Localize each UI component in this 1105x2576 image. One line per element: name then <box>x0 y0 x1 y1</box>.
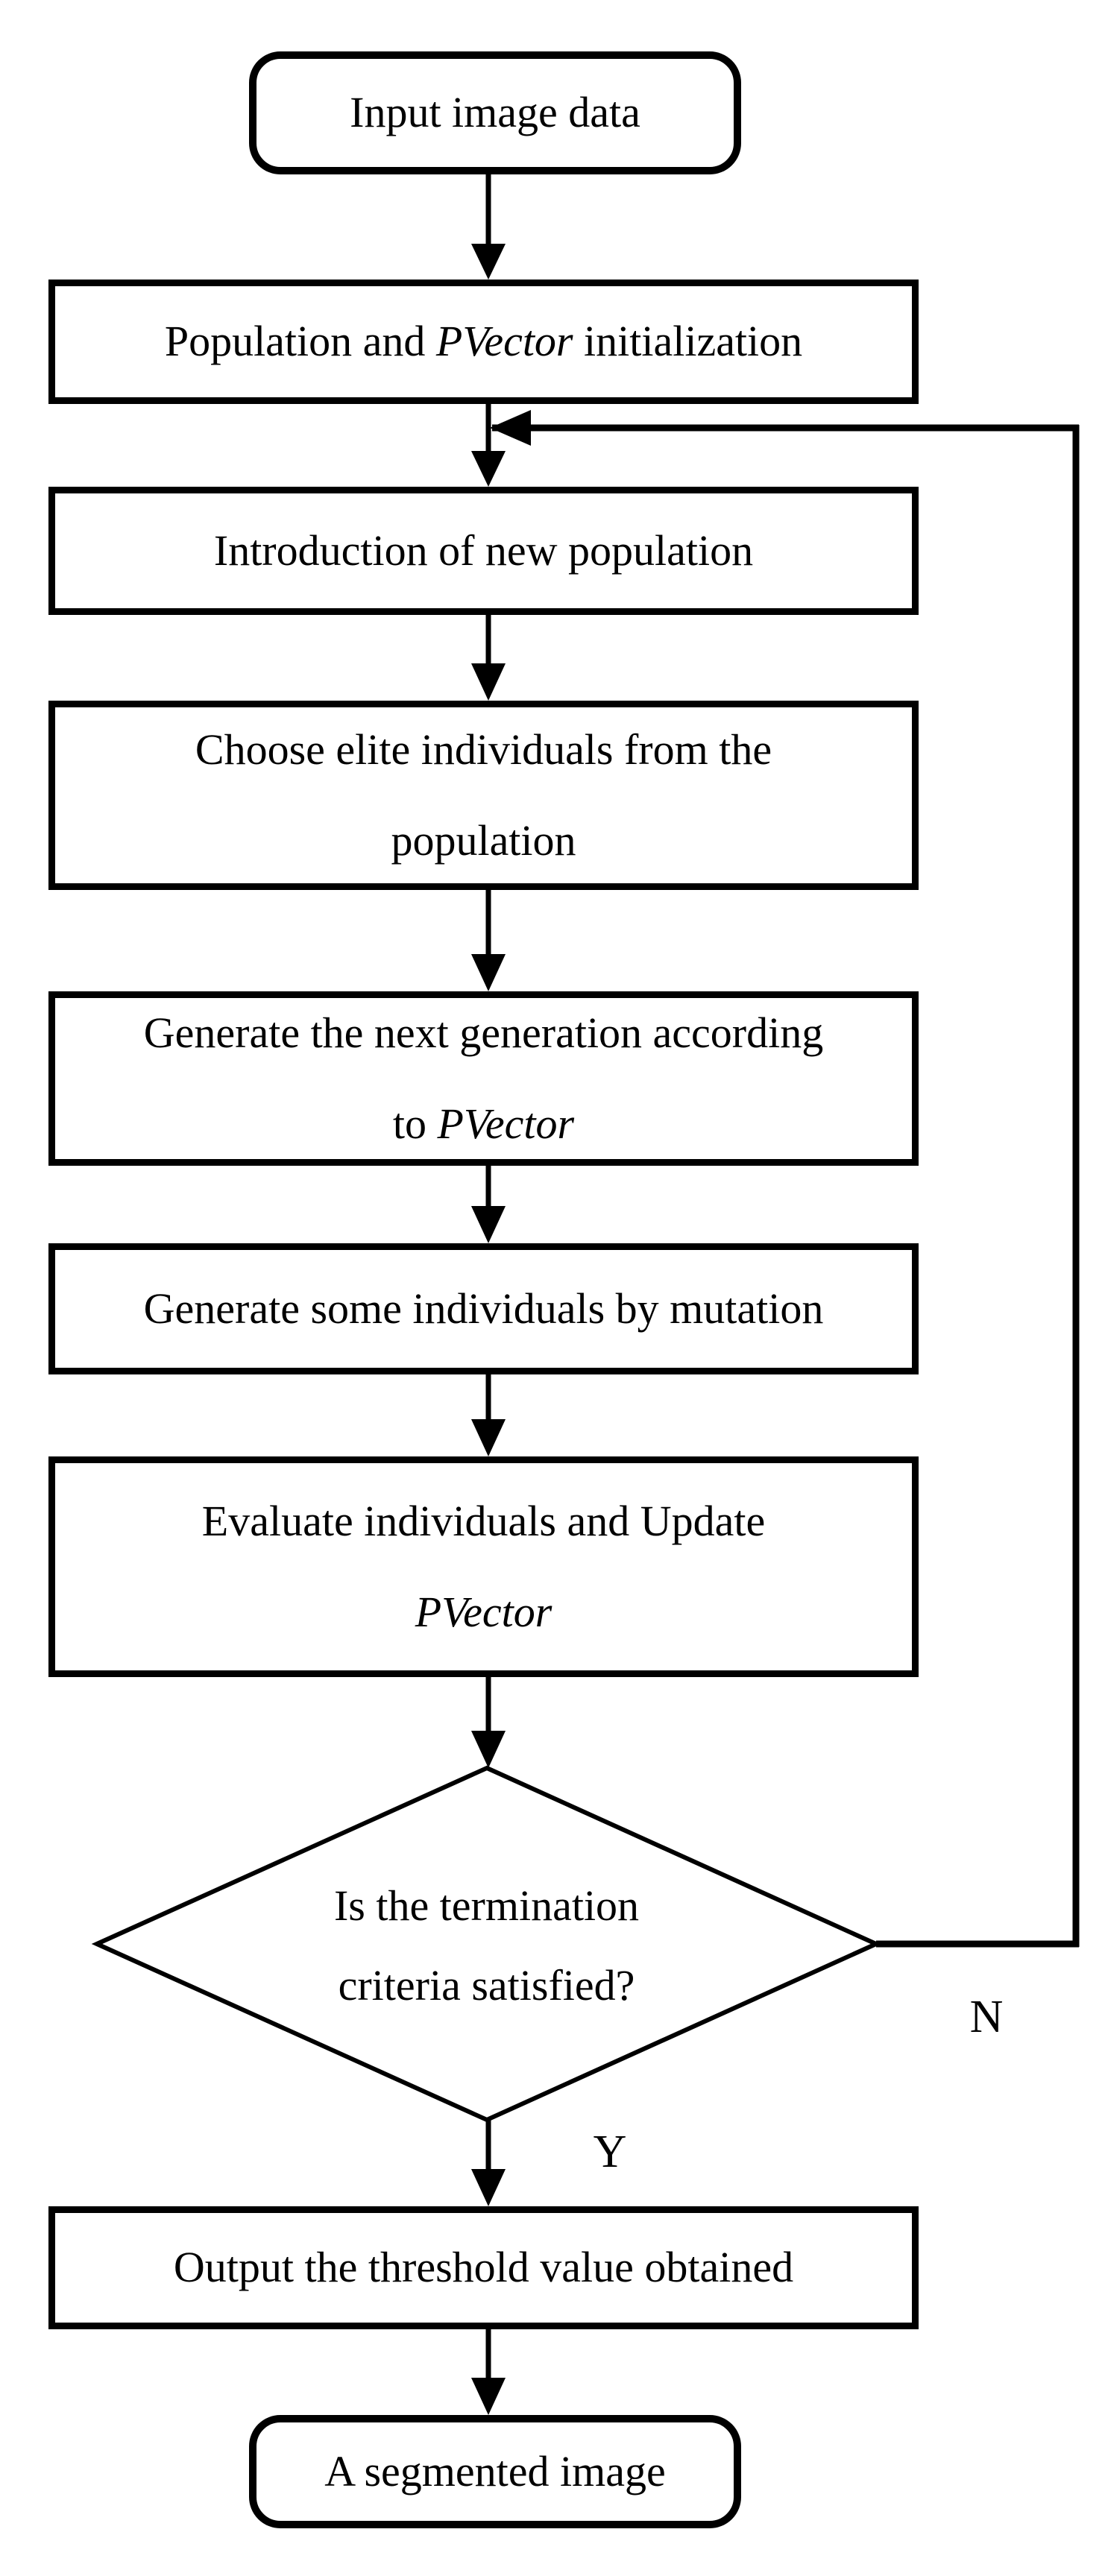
node-label: Introduction of new population <box>213 525 754 575</box>
node-label-line1: Is the termination <box>333 1881 640 1930</box>
node-decision: Is the termination criteria satisfied? <box>97 1804 876 2087</box>
arrow-input-to-init <box>471 174 506 280</box>
node-init: Population and PVector initialization <box>48 280 919 404</box>
node-segmented: A segmented image <box>249 2415 741 2528</box>
node-label-line2: population <box>391 816 576 865</box>
arrowhead-down-icon <box>471 2378 506 2415</box>
arrow-evaluate-to-decision <box>471 1677 506 1768</box>
arrow-nextgen-to-mutation <box>471 1166 506 1243</box>
arrow-decision-yes <box>471 2120 506 2206</box>
node-label: A segmented image <box>324 2446 666 2496</box>
node-label: Output the threshold value obtained <box>173 2243 794 2292</box>
arrowhead-left-icon <box>490 410 531 446</box>
node-next-generation: Generate the next generation according t… <box>48 991 919 1166</box>
node-introduce: Introduction of new population <box>48 487 919 615</box>
node-label: Population and PVector initialization <box>165 315 802 369</box>
arrow-output-to-segmented <box>471 2329 506 2415</box>
label-italic-text: PVector <box>435 317 573 366</box>
feedback-no-path <box>490 410 1080 1948</box>
branch-label-no: N <box>969 1991 1004 2042</box>
node-label-line1: Choose elite individuals from the <box>195 725 772 774</box>
label-italic-text: PVector <box>437 1099 575 1148</box>
label-text: Population and <box>164 317 436 366</box>
node-label-line2: criteria satisfied? <box>338 1961 635 2010</box>
arrowhead-down-icon <box>471 2169 506 2206</box>
arrow-introduce-to-choose <box>471 615 506 701</box>
label-text: initialization <box>573 317 803 366</box>
node-choose-elite: Choose elite individuals from the popula… <box>48 701 919 890</box>
arrowhead-down-icon <box>471 1206 506 1243</box>
node-output: Output the threshold value obtained <box>48 2206 919 2329</box>
node-label: Input image data <box>350 88 640 137</box>
node-label-line2: to PVector <box>393 1079 574 1169</box>
label-text: to <box>392 1099 438 1148</box>
node-label-line2: PVector <box>415 1588 552 1636</box>
node-evaluate: Evaluate individuals and Update PVector <box>48 1456 919 1677</box>
arrowhead-down-icon <box>471 1419 506 1456</box>
arrowhead-down-icon <box>471 451 506 487</box>
arrowhead-down-icon <box>471 244 506 280</box>
node-input: Input image data <box>249 51 741 174</box>
arrow-mutation-to-evaluate <box>471 1374 506 1456</box>
node-mutation: Generate some individuals by mutation <box>48 1243 919 1374</box>
node-label-line1: Evaluate individuals and Update <box>201 1497 766 1546</box>
arrowhead-down-icon <box>471 954 506 991</box>
branch-label-yes: Y <box>593 2126 627 2177</box>
arrowhead-down-icon <box>471 663 506 701</box>
node-label: Generate some individuals by mutation <box>143 1284 824 1333</box>
arrow-choose-to-nextgen <box>471 890 506 991</box>
node-label-line1: Generate the next generation according <box>143 1008 824 1058</box>
arrow-junction-to-introduce <box>471 402 506 487</box>
arrowhead-down-icon <box>471 1731 506 1768</box>
